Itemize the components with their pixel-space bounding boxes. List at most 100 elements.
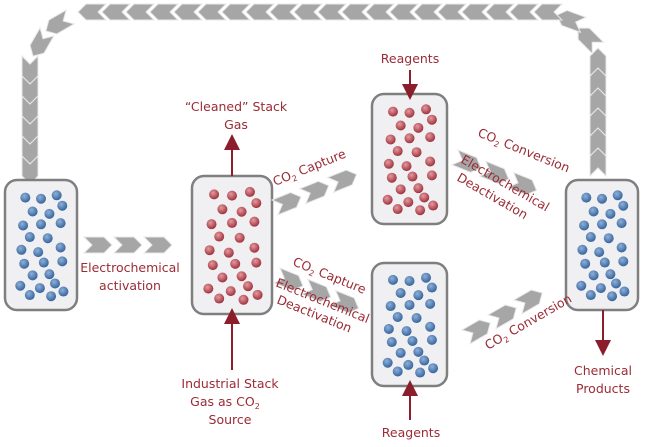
blue-particle: [57, 200, 68, 211]
blue-particle: [44, 269, 55, 280]
red-particle: [407, 171, 418, 182]
chevron-arrow-icon: [271, 189, 305, 216]
vessel-conversion-bottom: [370, 261, 449, 388]
red-particle: [217, 204, 228, 215]
blue-particle: [24, 290, 35, 301]
blue-particle: [38, 257, 49, 268]
blue-particle: [20, 192, 31, 203]
blue-particle: [425, 298, 436, 309]
blue-particle: [618, 256, 629, 267]
blue-particle: [395, 287, 406, 298]
reagents-bottom-label: Reagents: [382, 425, 440, 440]
blue-particle: [19, 258, 30, 269]
blue-particle: [51, 190, 62, 201]
source-label-line3: Source: [209, 412, 252, 427]
red-particle: [404, 133, 415, 144]
red-particle: [206, 219, 217, 230]
red-particle: [227, 217, 237, 228]
red-particle: [395, 120, 406, 131]
blue-particle: [401, 326, 412, 337]
red-particle: [419, 192, 430, 203]
blue-particle: [58, 286, 69, 297]
blue-particle: [392, 366, 403, 377]
red-particle: [236, 206, 247, 217]
blue-particle: [16, 244, 27, 255]
blue-particle: [383, 323, 394, 334]
red-particle: [214, 231, 225, 242]
chevron-arrow-icon: [327, 166, 361, 193]
red-particle: [415, 205, 426, 216]
vessel-capture: [190, 174, 274, 316]
blue-particle: [404, 299, 415, 310]
blue-particle: [44, 208, 55, 219]
red-particle: [411, 147, 422, 158]
blue-particle: [385, 301, 396, 312]
red-particle: [426, 114, 437, 125]
blue-particle: [597, 219, 607, 230]
blue-particle: [594, 247, 605, 258]
blue-particle: [597, 193, 607, 204]
blue-particle: [611, 278, 621, 289]
blue-particle: [413, 290, 424, 301]
red-particle: [428, 200, 439, 211]
blue-particle: [55, 242, 66, 253]
blue-particle: [407, 335, 418, 346]
source-label-line1: Industrial Stack: [181, 376, 279, 391]
red-particle: [203, 283, 214, 294]
blue-particle: [580, 258, 591, 269]
chevron-arrow-icon: [83, 236, 113, 254]
activation-label-line2: activation: [99, 278, 161, 293]
blue-particle: [419, 355, 430, 366]
red-particle: [392, 146, 403, 157]
red-particle: [209, 189, 220, 200]
blue-particle: [428, 363, 439, 374]
blue-particle: [585, 290, 596, 301]
blue-particle: [585, 232, 596, 243]
red-particle: [243, 281, 253, 292]
blue-particle: [599, 257, 610, 268]
red-particle: [238, 294, 249, 305]
blue-particle: [50, 278, 60, 289]
chevron-arrow-icon: [533, 3, 563, 21]
chevron-arrow-icon: [113, 236, 143, 254]
red-particle: [421, 104, 432, 115]
blue-particle: [581, 192, 592, 203]
blue-particle: [616, 218, 627, 229]
blue-particle: [413, 346, 424, 357]
red-particle: [395, 184, 406, 195]
red-particle: [403, 197, 414, 208]
blue-particle: [612, 190, 623, 201]
blue-particle: [588, 206, 599, 217]
blue-particle: [24, 232, 35, 243]
red-particle: [426, 170, 437, 181]
blue-particle: [426, 334, 437, 345]
flow-arrows: [224, 70, 611, 420]
chevron-arrow-icon: [299, 177, 333, 205]
blue-particle: [616, 242, 627, 253]
blue-particle: [395, 347, 406, 358]
chevron-arrow-icon: [41, 9, 75, 39]
red-particle: [385, 134, 396, 145]
blue-particle: [27, 270, 38, 281]
blue-particle: [415, 367, 426, 378]
blue-particle: [577, 244, 588, 255]
blue-particle: [426, 282, 437, 293]
red-particle: [425, 156, 436, 167]
blue-particle: [607, 291, 618, 302]
blue-particle: [36, 219, 46, 230]
blue-particle: [605, 208, 616, 219]
blue-particle: [15, 280, 26, 291]
blue-particle: [603, 233, 614, 244]
red-particle: [207, 260, 218, 271]
blue-particle: [411, 313, 422, 324]
blue-particle: [46, 291, 57, 302]
reagents-top-label: Reagents: [381, 51, 439, 66]
blue-particle: [387, 274, 398, 285]
blue-particle: [579, 220, 590, 231]
cleaned-gas-label-line2: Gas: [224, 117, 248, 132]
blue-particle: [382, 357, 393, 368]
red-particle: [244, 186, 255, 197]
red-particle: [392, 204, 403, 215]
blue-particle: [605, 269, 616, 280]
